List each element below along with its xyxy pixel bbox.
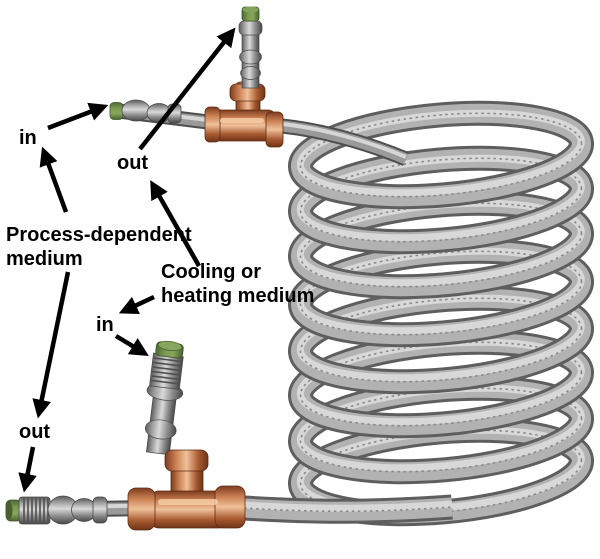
coil-tube <box>287 100 595 527</box>
arrow-process-medium-to-out <box>32 271 71 419</box>
coil-outlet-sweep <box>243 494 453 524</box>
arrow-cooling-in-to-fitting <box>114 334 149 356</box>
label-process-in: in <box>19 127 37 149</box>
cooling-outlet-pipe <box>238 6 263 89</box>
annotation-arrows <box>18 27 236 493</box>
cooling-inlet-fitting <box>144 340 184 456</box>
label-process-medium: Process-dependent medium <box>6 224 192 270</box>
arrow-cooling-medium-to-out <box>150 180 201 268</box>
arrow-cooling-out-to-pipe <box>138 27 236 151</box>
bottom-tee-assembly <box>5 340 246 531</box>
bottom-copper-tee <box>127 449 246 531</box>
top-tee-assembly <box>109 6 409 166</box>
arrow-process-medium-to-in <box>39 146 69 213</box>
process-outlet-fitting <box>5 495 108 525</box>
label-cooling-medium: Cooling or heating medium <box>161 261 315 307</box>
process-inlet-cap-green <box>109 102 124 120</box>
label-process-out: out <box>19 421 51 443</box>
top-coil-inlet-pipe <box>281 118 409 166</box>
arrow-process-out-to-fitting <box>18 446 37 493</box>
arrow-process-in-to-pipe <box>47 102 109 131</box>
label-cooling-out: out <box>117 152 149 174</box>
label-cooling-in: in <box>96 314 114 336</box>
top-copper-tee <box>204 81 284 148</box>
arrow-cooling-medium-to-in <box>118 294 155 314</box>
